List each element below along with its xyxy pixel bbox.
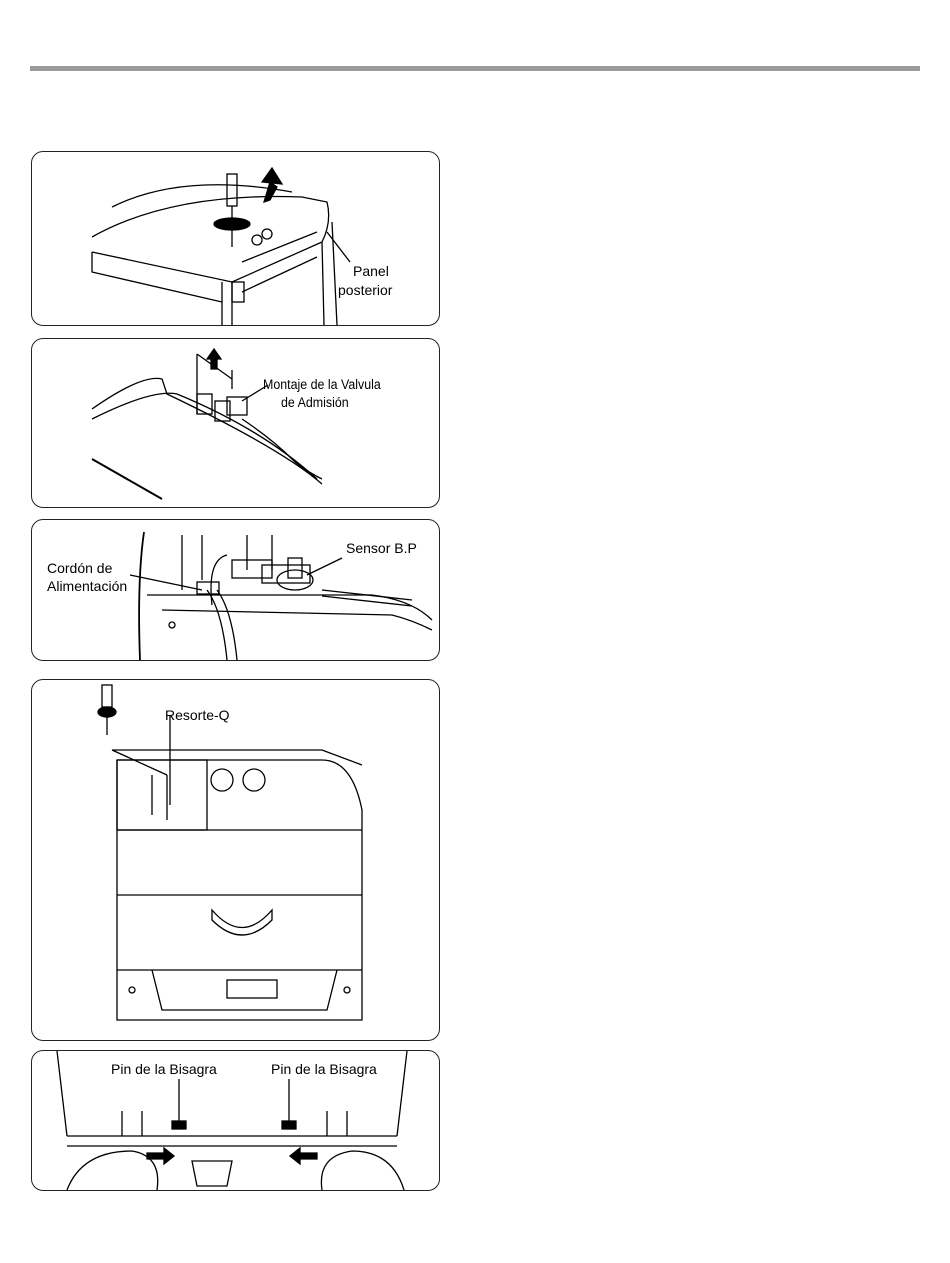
label-sensor-bp: Sensor B.P (346, 540, 417, 556)
top-cover-illustration (97, 684, 363, 1021)
power-cord-sensor-illustration (129, 531, 433, 660)
header-rule (30, 66, 920, 71)
label-valve-assembly-2: de Admisión (281, 395, 349, 410)
figure-back-panel: Panel posterior (31, 151, 440, 326)
hinge-pins-illustration (56, 1051, 408, 1190)
label-power-cord-2: Alimentación (47, 578, 128, 594)
label-posterior: posterior (338, 282, 393, 298)
label-hinge-pin-left: Pin de la Bisagra (111, 1061, 217, 1077)
label-panel: Panel (353, 263, 389, 279)
figure-hinge-pins: Pin de la Bisagra Pin de la Bisagra (31, 1050, 440, 1191)
label-hinge-pin-right: Pin de la Bisagra (271, 1061, 377, 1077)
back-panel-illustration (91, 166, 351, 325)
label-power-cord-1: Cordón de (47, 560, 113, 576)
label-q-spring: Resorte-Q (165, 707, 230, 723)
intake-valve-illustration (91, 347, 323, 500)
figure-top-cover: Resorte-Q (31, 679, 440, 1041)
label-valve-assembly-1: Montaje de la Valvula (263, 377, 381, 392)
figure-power-cord-sensor: Sensor B.P Cordón de Alimentación (31, 519, 440, 661)
figure-intake-valve: Montaje de la Valvula de Admisión (31, 338, 440, 508)
